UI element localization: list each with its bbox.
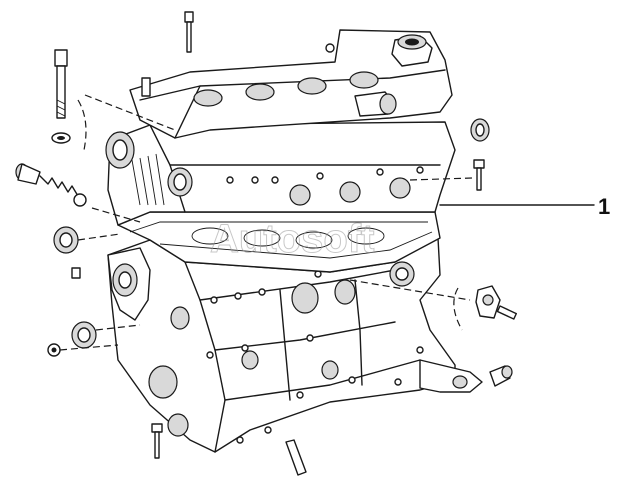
cylinder-block <box>107 237 483 453</box>
bottom-bolt <box>151 423 163 459</box>
cover-bolt <box>184 11 194 53</box>
dowel-pin <box>285 439 307 476</box>
sensor-right <box>475 285 518 320</box>
oil-seal-left <box>53 226 79 254</box>
oil-seal-bottom-left <box>71 321 97 349</box>
side-bolt-right <box>473 159 485 191</box>
callout-1-label: 1 <box>598 194 610 219</box>
leader-lines <box>59 94 473 351</box>
head-bolt-long <box>51 49 71 144</box>
bushing-right <box>489 365 513 387</box>
oil-seal-right <box>470 118 490 142</box>
valve-spring-set <box>15 163 87 207</box>
cylinder-head <box>105 121 456 226</box>
small-nut <box>47 343 61 357</box>
valve-cover <box>129 29 453 139</box>
watermark-text: Autosoft <box>210 217 374 261</box>
callout-1: 1 <box>439 194 610 219</box>
small-plug <box>71 267 81 279</box>
